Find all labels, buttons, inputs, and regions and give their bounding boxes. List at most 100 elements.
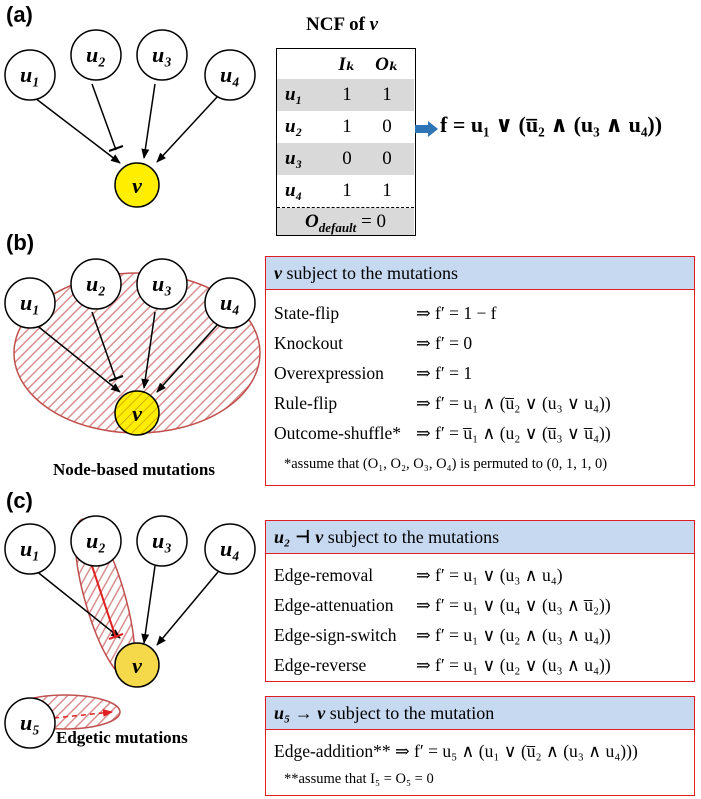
mutation-rule: ⇒ f′ = 1 − f [416,303,497,323]
node-a-u3 [136,29,188,81]
ncf-row-name: u₄ [285,180,303,201]
node-c-u4 [204,523,256,575]
edge-addition-header: u₅ → v subject to the mutation [266,697,694,730]
node-b-v [114,390,160,436]
node-mutations-header: v subject to the mutations [266,257,694,290]
mutation-rule: ⇒ f′ = u₁ ∨ (u₂ ∨ (u₃ ∧ u₄)) [416,655,611,675]
ncf-row: u₄ 1 1 [277,175,414,207]
node-b-u4 [204,277,256,329]
mutation-name: State-flip [274,303,340,323]
ncf-row-O: 1 [382,84,392,105]
label-c-u4: u₄ [220,536,240,561]
edge-a-u3-v [141,83,156,159]
node-b-u2 [70,258,122,310]
edge-b-u1-v [34,323,121,393]
node-a-u2 [70,29,122,81]
edge-mutations-box: u₂ ⊣ v subject to the mutations Edge-rem… [265,520,695,682]
edge-c-u2-v [91,565,117,639]
mutation-name: Knockout [274,333,344,353]
mutation-row: Edge-addition** ⇒ f′ = u₅ ∧ (u₁ ∨ (u̅₂ ∧… [274,737,638,765]
ncf-title: NCF of v [306,14,378,36]
ncf-row-name: u₂ [285,116,303,137]
mutation-rule: ⇒ f′ = u₅ ∧ (u₁ ∨ (u̅₂ ∧ (u₃ ∧ u₄))) [390,741,638,761]
edge-c-u3-v [141,565,156,644]
mutation-name: Overexpression [274,363,384,383]
ncf-row-I: 1 [342,180,352,201]
node-mutations-header-text: subject to the mutations [282,263,458,283]
ncf-title-prefix: NCF of [306,14,370,35]
edge-c-u5-v [53,708,113,719]
inhibit-bar-a [108,145,124,152]
node-mutations-box: v subject to the mutations State-flip ⇒ … [265,256,695,486]
ncf-row: u₃ 0 0 [277,143,414,175]
node-c-u3 [136,515,188,567]
edge-addition-header-text: subject to the mutation [325,703,495,723]
node-c-u1 [4,523,56,575]
node-mutations-caption: Node-based mutations [53,460,215,479]
label-b-u4: u₄ [220,290,240,315]
edge-addition-note: **assume that I₅ = O₅ = 0 [284,771,434,787]
mutation-rule: ⇒ f′ = u₁ ∨ (u₄ ∨ (u₃ ∧ u̅₂)) [416,595,611,615]
label-c-u2: u₂ [86,528,106,553]
ncf-header-I: Iₖ [338,54,356,75]
ncf-row-O: 1 [382,180,392,201]
mutation-name: Outcome-shuffle* [274,423,402,443]
edge-b-u4-v [156,323,219,393]
ncf-row-O: 0 [382,148,392,169]
ncf-row-O: 0 [382,116,392,137]
label-b-u1: u₁ [20,290,40,315]
node-a-u1 [4,49,56,101]
graph-b [4,258,261,436]
ncf-title-var: v [369,14,379,35]
edge-mutations-header-text: subject to the mutations [323,527,500,547]
label-b-u2: u₂ [86,271,106,296]
panel-label-b: (b) [6,230,35,255]
ncf-default-label: O [304,211,319,232]
node-c-v [114,642,160,688]
edge-b-u2-v [91,311,117,381]
edge-c-u4-v [156,571,219,646]
node-c-u2 [70,515,122,567]
label-a-u2: u₂ [86,42,106,67]
ncf-row-name: u₁ [285,84,303,105]
mutation-rule: ⇒ f′ = u₁ ∨ (u₂ ∧ (u₃ ∧ u₄)) [416,625,611,645]
edge-mutations-header: u₂ ⊣ v subject to the mutations [266,521,694,554]
label-c-v: v [132,653,142,678]
ncf-row: u₂ 1 0 [277,111,414,143]
node-mutations-note: *assume that (O₁, O₂, O₃, O₄) is permute… [284,456,608,472]
ncf-row-I: 0 [342,148,352,169]
ncf-header-row: Iₖ Oₖ [277,49,414,81]
node-mutations-header-var: v [274,263,282,283]
label-a-v: v [132,173,142,198]
edgetic-mutations-caption: Edgetic mutations [56,728,188,747]
edge-a-u4-v [156,95,219,163]
label-c-u1: u₁ [20,536,40,561]
node-b-u1 [4,277,56,329]
panel-label-c: (c) [6,488,33,513]
ncf-default-row: Odefault = 0 [277,208,414,235]
label-c-u5: u₅ [20,710,40,735]
edge-a-u2-v [91,83,117,151]
mutation-rule: ⇒ f′ = 0 [416,333,473,353]
mutation-name: Edge-sign-switch [274,625,397,645]
graph-a [4,29,256,208]
panel-label-a: (a) [6,2,33,27]
node-a-u4 [204,49,256,101]
label-a-u1: u₁ [20,62,40,87]
edge-c-u1-v [34,569,121,639]
mutation-rule: ⇒ f′ = 1 [416,363,473,383]
label-b-v: v [132,401,142,426]
label-c-u3: u₃ [152,528,172,553]
node-a-v [114,162,160,208]
ncf-row-I: 1 [342,116,352,137]
inhibit-bar-b [108,375,124,382]
mutation-rule: ⇒ f′ = u₁ ∧ (u̅₂ ∨ (u₃ ∨ u₄)) [416,393,611,413]
ncf-header-O: Oₖ [375,54,399,75]
edge-b-u3-v [141,311,156,389]
ncf-table: Iₖ Oₖ u₁ 1 1 u₂ 1 0 u₃ 0 0 u₄ 1 1 Odefau… [276,48,416,236]
edge-addition-header-var: u₅ → v [274,703,326,723]
node-c-u5 [4,697,56,749]
node-b-u3 [136,258,188,310]
mutation-rule: ⇒ f′ = u̅₁ ∧ (u₂ ∨ (u̅₃ ∨ u̅₄)) [416,423,611,443]
